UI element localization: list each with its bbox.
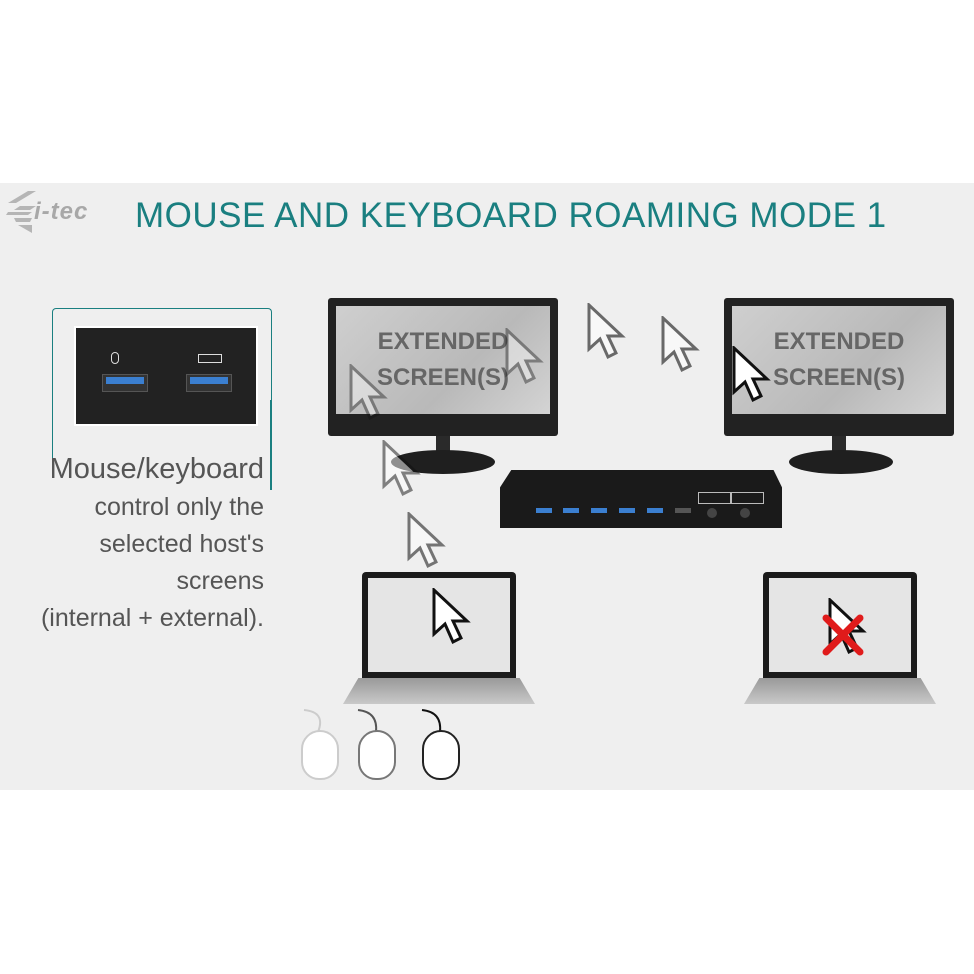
description-line: screens [176, 567, 264, 595]
mouse-icon [422, 730, 460, 780]
label-line: EXTENDED [773, 328, 905, 355]
switch-button [707, 508, 717, 518]
slide-title: MOUSE AND KEYBOARD ROAMING MODE 1 [135, 196, 887, 235]
laptop-keyboard [343, 678, 535, 704]
cursor-icon [382, 440, 419, 496]
laptop-keyboard [744, 678, 936, 704]
monitor-right: EXTENDED SCREEN(S) [724, 298, 954, 436]
usb-port-icon [619, 508, 635, 513]
description-line: (internal + external). [40, 604, 264, 632]
docking-station [500, 470, 782, 528]
switch-indicator [698, 492, 732, 504]
port-callout-frame [52, 308, 272, 458]
usb-port-icon [563, 508, 579, 513]
callout-line [270, 400, 272, 490]
label-line: SCREEN(S) [376, 364, 509, 391]
usb-port-panel [74, 326, 258, 426]
cursor-icon [505, 328, 542, 384]
monitor-base [789, 450, 893, 474]
cursor-icon [587, 303, 624, 359]
usb-port-icon [536, 508, 552, 513]
cursor-icon [432, 588, 469, 644]
monitor-label: EXTENDED SCREEN(S) [328, 324, 558, 396]
usb-port-icon [102, 374, 148, 392]
mouse-icon [301, 730, 339, 780]
usb-port-icon [186, 374, 232, 392]
description-line: selected host's [99, 530, 264, 558]
blocked-cross-icon [822, 614, 864, 656]
cursor-icon [661, 316, 698, 372]
mouse-icon [358, 730, 396, 780]
label-line: SCREEN(S) [772, 364, 905, 391]
cursor-icon [732, 346, 769, 402]
description-line: control only the [94, 493, 264, 521]
keyboard-port-icon [198, 354, 222, 363]
usb-port-icon [647, 508, 663, 513]
switch-button [740, 508, 750, 518]
usb-port-icon [591, 508, 607, 513]
mouse-port-icon [111, 352, 119, 364]
label-line: EXTENDED [377, 328, 509, 355]
monitor-screen [732, 306, 946, 414]
usb-c-port-icon [675, 508, 691, 513]
monitor-label: EXTENDED SCREEN(S) [724, 324, 954, 396]
description-lead: Mouse/keyboard [49, 453, 264, 485]
cursor-icon [407, 512, 444, 568]
logo-text: i-tec [34, 198, 89, 225]
mouse-trail [303, 709, 442, 733]
cursor-icon [349, 364, 386, 420]
i-tec-logo [6, 191, 36, 233]
switch-indicator [730, 492, 764, 504]
